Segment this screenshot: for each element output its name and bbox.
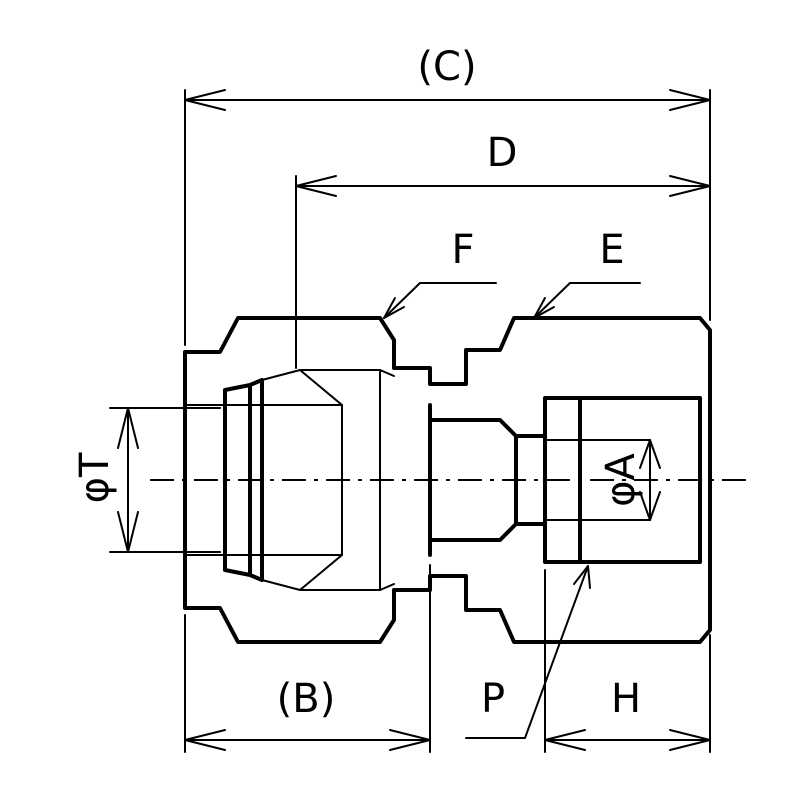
ferrule-seat <box>261 369 395 591</box>
dimension-c: (C) <box>184 44 711 111</box>
label-h: H <box>611 676 641 722</box>
label-e: E <box>599 227 624 273</box>
label-c: (C) <box>417 44 476 90</box>
port-inner <box>544 439 651 521</box>
label-a: φA <box>598 452 644 506</box>
leader-f: F <box>383 227 497 319</box>
label-p: P <box>481 676 505 722</box>
dimension-d: D <box>295 130 711 197</box>
label-f: F <box>451 227 474 273</box>
dimension-b: (B) <box>184 676 431 751</box>
dimension-t: φT <box>72 407 139 553</box>
label-d: D <box>487 130 518 176</box>
leader-e: E <box>533 227 641 319</box>
leader-p: P <box>465 565 591 739</box>
dimension-a: φA <box>598 439 661 521</box>
extension-lines <box>109 89 711 753</box>
female-port <box>514 396 702 564</box>
body-outline <box>183 316 712 644</box>
label-t: φT <box>72 452 118 503</box>
label-b: (B) <box>277 676 336 722</box>
dimension-h: H <box>544 676 711 751</box>
